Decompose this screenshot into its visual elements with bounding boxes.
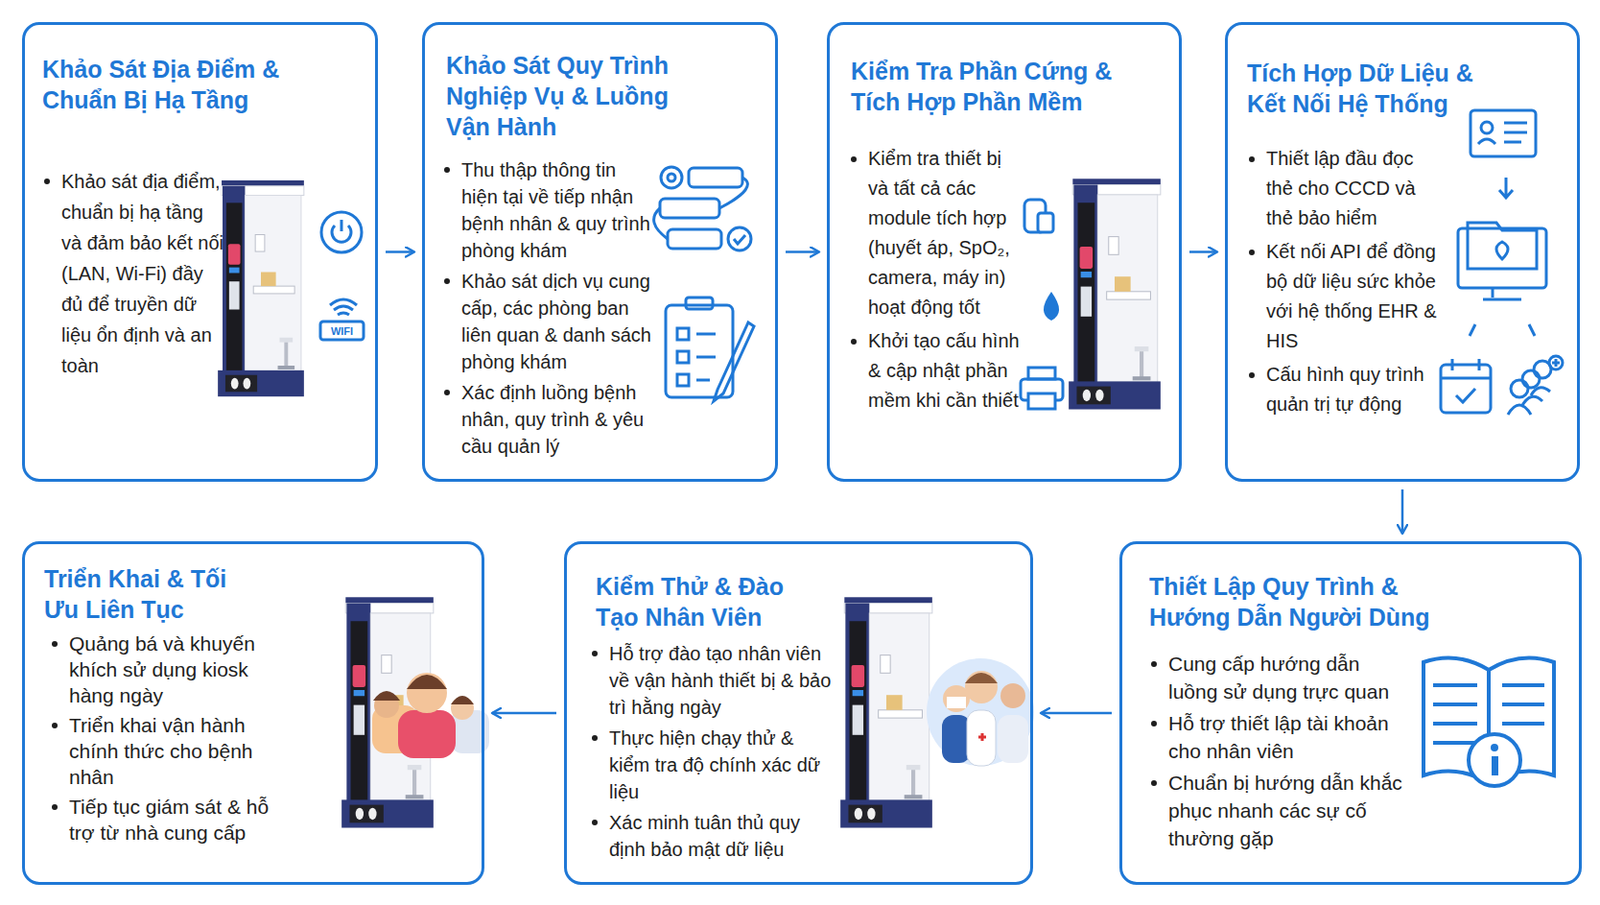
bullet-dot	[591, 819, 598, 825]
bullet-text: Thiết lập đầu đọc thẻ cho CCCD và thẻ bả…	[1247, 143, 1439, 234]
bullet-dot	[444, 389, 450, 396]
step-heading: Tích Hợp Dữ Liệu & Kết Nối Hệ Thống	[1247, 57, 1516, 119]
bullet-dot	[1248, 156, 1255, 163]
bullet-dot	[1151, 660, 1157, 667]
bullet-text: Thu thập thông tin hiện tại về tiếp nhận…	[442, 156, 656, 264]
step-box: Tích Hợp Dữ Liệu & Kết Nối Hệ ThốngThiết…	[1224, 22, 1580, 482]
bullet-text: Hỗ trợ thiết lập tài khoản cho nhân viên	[1149, 708, 1409, 765]
bullet-dot	[591, 734, 598, 741]
flow-arrow	[1040, 711, 1112, 715]
bullet-dot	[591, 650, 598, 657]
bullet-text: Cung cấp hướng dẫn luồng sử dụng trực qu…	[1149, 649, 1409, 706]
step-box: Thiết Lập Quy Trình & Hướng Dẫn Người Dù…	[1119, 541, 1582, 885]
bullet-text: Quảng bá và khuyến khích sử dụng kiosk h…	[49, 630, 281, 708]
bullet-text: Chuẩn bị hướng dẫn khắc phục nhanh các s…	[1149, 768, 1409, 852]
bullet-dot	[850, 338, 857, 345]
step-heading: Triển Khai & Tối Ưu Liên Tục	[44, 563, 265, 625]
bullet-list: Thu thập thông tin hiện tại về tiếp nhận…	[442, 156, 656, 464]
bullet-text: Xác minh tuân thủ quy định bảo mật dữ li…	[589, 808, 836, 863]
bullet-dot	[1248, 249, 1255, 256]
bullet-text: Kiểm tra thiết bị và tất cả các module t…	[848, 143, 1020, 323]
step-heading: Kiểm Tra Phần Cứng & Tích Hợp Phần Mềm	[850, 55, 1158, 118]
bullet-dot	[51, 722, 58, 729]
bullet-list: Khảo sát địa điểm, chuẩn bị hạ tầng và đ…	[42, 165, 225, 385]
step-box: Khảo Sát Địa Điểm & Chuẩn Bị Hạ TầngKhảo…	[22, 22, 378, 482]
bullet-dot	[1151, 779, 1157, 786]
bullet-text: Khảo sát địa điểm, chuẩn bị hạ tầng và đ…	[42, 165, 225, 381]
step-box: Khảo Sát Quy Trình Nghiệp Vụ & Luồng Vận…	[422, 22, 778, 482]
flow-arrow	[385, 250, 415, 254]
bullet-text: Khởi tạo cấu hình & cập nhật phần mềm kh…	[848, 326, 1020, 416]
bullet-text: Khảo sát dịch vụ cung cấp, các phòng ban…	[442, 267, 656, 376]
bullet-text: Triển khai vận hành chính thức cho bệnh …	[49, 711, 281, 790]
bullet-list: Cung cấp hướng dẫn luồng sử dụng trực qu…	[1149, 649, 1409, 856]
bullet-text: Tiếp tục giám sát & hỗ trợ từ nhà cung c…	[49, 793, 281, 846]
bullet-list: Hỗ trợ đào tạo nhân viên về vận hành thi…	[589, 639, 836, 867]
bullet-text: Cấu hình quy trình quản trị tự động	[1247, 359, 1439, 420]
step-box: Kiểm Thử & Đào Tạo Nhân ViênHỗ trợ đào t…	[564, 541, 1034, 885]
bullet-dot	[51, 803, 58, 810]
bullet-text: Hỗ trợ đào tạo nhân viên về vận hành thi…	[589, 639, 836, 721]
icon-label: WIFI	[327, 325, 357, 337]
bullet-dot	[44, 178, 50, 185]
flow-arrow	[1189, 250, 1218, 254]
bullet-dot	[1248, 372, 1255, 378]
bullet-text: Xác định luồng bệnh nhân, quy trình & yê…	[442, 378, 656, 460]
flow-arrow	[785, 250, 820, 254]
step-box: Kiểm Tra Phần Cứng & Tích Hợp Phần MềmKi…	[826, 22, 1182, 482]
bullet-dot	[444, 166, 450, 173]
bullet-list: Kiểm tra thiết bị và tất cả các module t…	[848, 143, 1020, 420]
bullet-dot	[51, 640, 58, 647]
step-heading: Thiết Lập Quy Trình & Hướng Dẫn Người Dù…	[1149, 570, 1437, 633]
step-heading: Khảo Sát Quy Trình Nghiệp Vụ & Luồng Vận…	[446, 49, 706, 142]
bullet-dot	[850, 156, 857, 163]
bullet-list: Thiết lập đầu đọc thẻ cho CCCD và thẻ bả…	[1247, 143, 1439, 424]
bullet-text: Thực hiện chạy thử & kiểm tra độ chính x…	[589, 724, 836, 805]
flow-arrow	[1401, 489, 1405, 534]
step-heading: Kiểm Thử & Đào Tạo Nhân Viên	[595, 570, 817, 633]
step-heading: Khảo Sát Địa Điểm & Chuẩn Bị Hạ Tầng	[42, 53, 330, 116]
flow-arrow	[492, 711, 557, 715]
bullet-dot	[444, 278, 450, 284]
bullet-dot	[1151, 720, 1157, 727]
bullet-text: Kết nối API để đồng bộ dữ liệu sức khỏe …	[1247, 236, 1439, 356]
step-box: Triển Khai & Tối Ưu Liên TụcQuảng bá và …	[22, 541, 485, 885]
bullet-list: Quảng bá và khuyến khích sử dụng kiosk h…	[49, 630, 281, 849]
